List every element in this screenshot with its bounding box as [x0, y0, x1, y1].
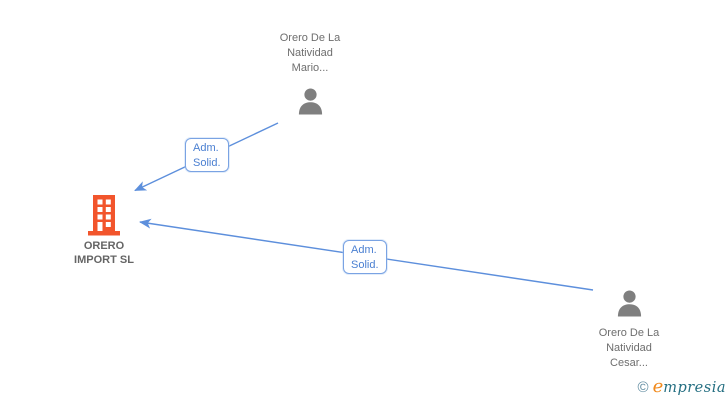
node-person-cesar[interactable]: Orero De La Natividad Cesar...: [579, 289, 679, 371]
brand-initial-letter: e: [652, 376, 664, 397]
copyright-icon: ©: [637, 379, 649, 396]
node-person-mario[interactable]: Orero De La Natividad Mario...: [260, 31, 360, 116]
node-label-person-mario: Orero De La Natividad Mario...: [279, 32, 341, 74]
node-label-company: ORERO IMPORT SL: [74, 240, 134, 266]
edge-label-adm-solid-top: Adm. Solid.: [185, 138, 229, 172]
brand-rest-letters: mpresia: [663, 380, 726, 396]
empresia-brand-text: empresia: [653, 376, 726, 397]
person-icon: [617, 290, 641, 317]
edge-label-adm-solid-right: Adm. Solid.: [343, 240, 387, 274]
empresia-logo: © empresia: [638, 376, 727, 397]
building-icon: [88, 195, 120, 236]
person-icon: [298, 88, 322, 115]
node-label-person-cesar: Orero De La Natividad Cesar...: [598, 327, 660, 369]
node-company-orero-import-sl[interactable]: ORERO IMPORT SL: [54, 194, 154, 267]
